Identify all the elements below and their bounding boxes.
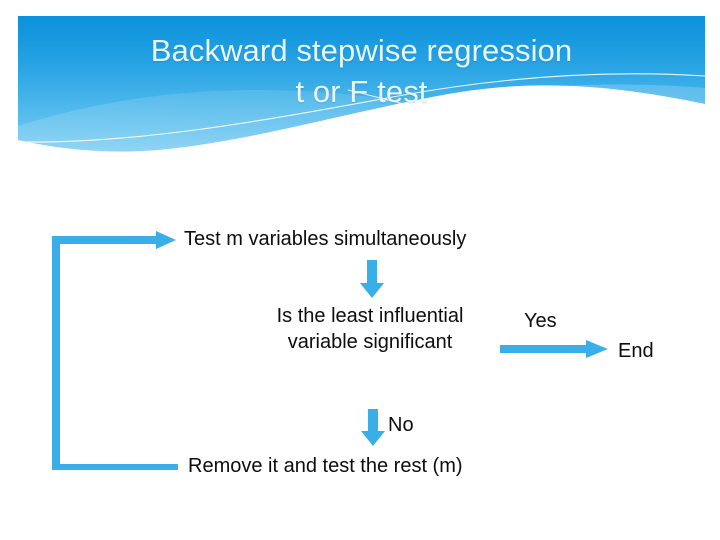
arrow-test-to-decision [360, 260, 384, 298]
header-banner [18, 16, 705, 206]
arrow-loop-back [52, 231, 178, 470]
flow-node-remove: Remove it and test the rest (m) [188, 455, 463, 477]
arrow-decision-to-remove [361, 409, 385, 446]
edge-label-no: No [388, 414, 414, 436]
flow-node-decision: Is the least influential variable signif… [276, 305, 464, 353]
flow-node-test: Test m variables simultaneously [184, 228, 467, 250]
flow-node-end: End [618, 340, 654, 362]
header-banner-graphic [18, 16, 705, 206]
arrow-decision-to-end [500, 340, 608, 358]
edge-label-yes: Yes [524, 310, 557, 332]
